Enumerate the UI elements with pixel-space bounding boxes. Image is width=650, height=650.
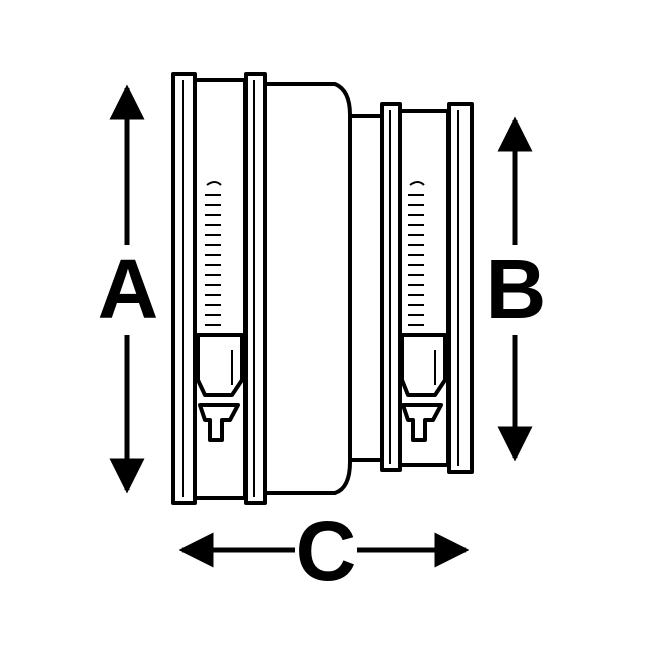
small-clamp-slots [408,181,425,326]
small-screw-head [401,403,443,442]
small-outer-ring [447,102,474,474]
label-b: B [486,242,547,336]
small-clamp-screw-housing [400,333,447,442]
dimension-a: A [98,84,159,494]
dimension-b: B [486,116,547,462]
dimension-c: C [178,504,470,598]
label-a: A [98,242,159,336]
large-screw-head [198,403,240,442]
large-clamp-slots [205,181,222,326]
coupling-neck [348,114,384,462]
small-end [348,102,474,474]
large-inner-ring [244,72,267,505]
coupling-body [263,82,352,495]
large-end [171,72,352,505]
large-clamp-screw-housing [196,333,244,442]
label-c: C [296,504,357,598]
